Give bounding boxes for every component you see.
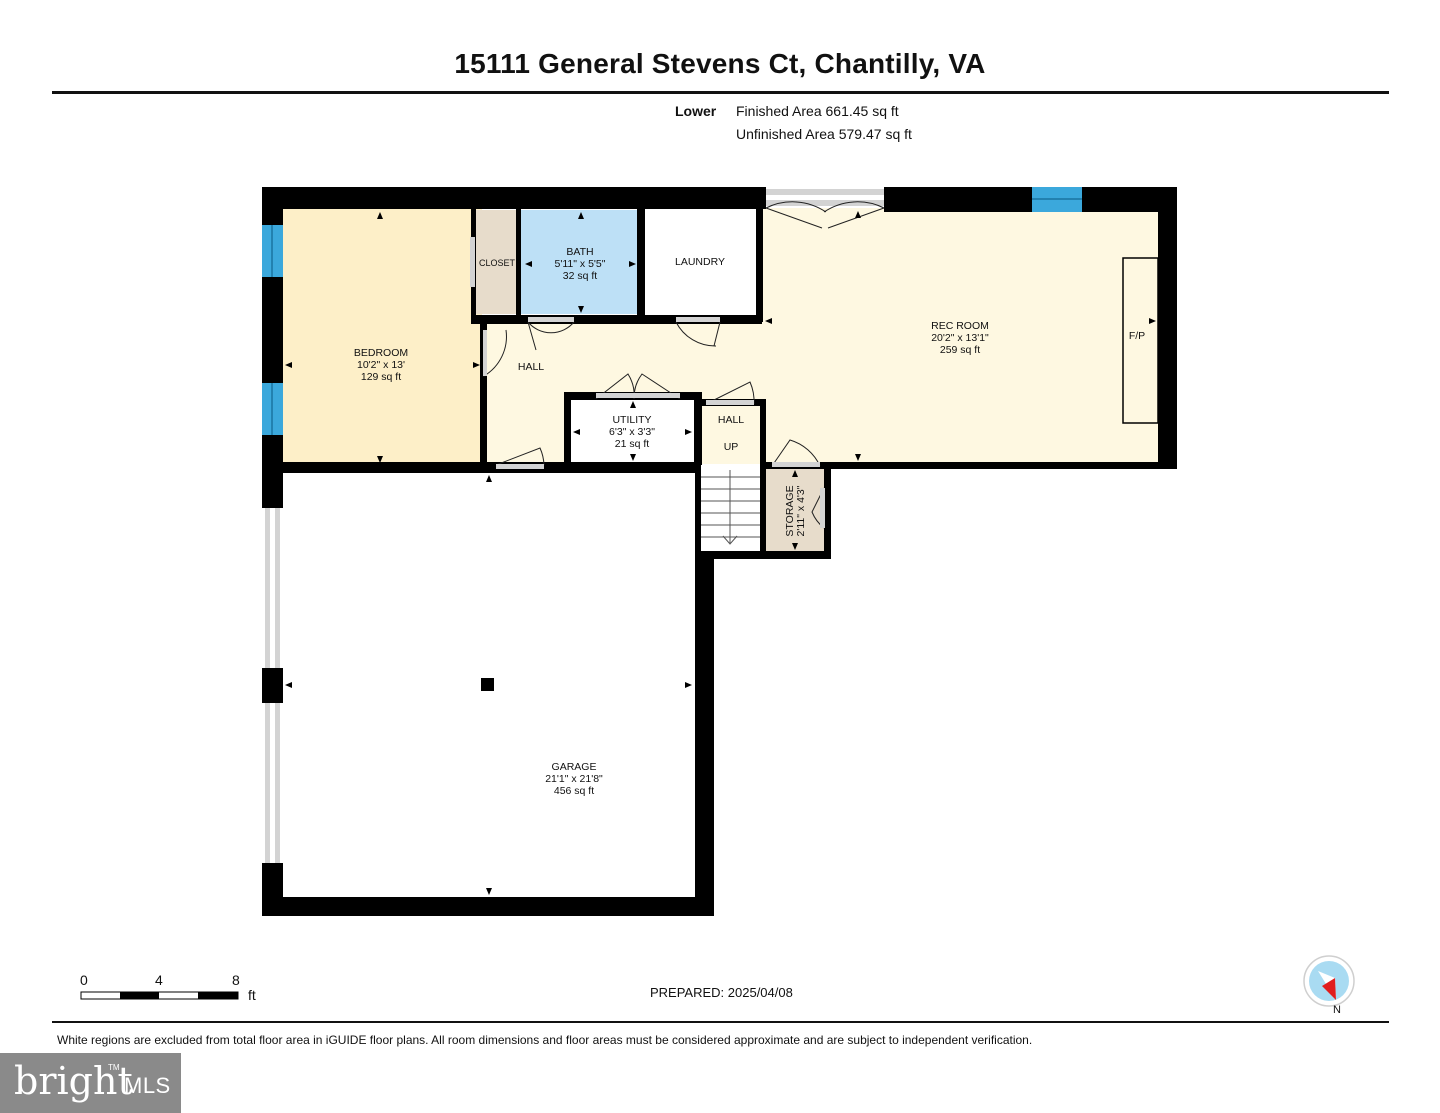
garage-post [481, 678, 494, 691]
wall-bed-garage [282, 462, 695, 473]
prepared-date: PREPARED: 2025/04/08 [650, 985, 793, 1000]
bath-dims: 5'11" x 5'5" [555, 258, 606, 270]
bath-name: BATH [566, 246, 593, 258]
scale-tick-4: 4 [155, 972, 163, 988]
wall-rec-bottom [762, 462, 1177, 469]
brand-main: bright [14, 1059, 133, 1103]
closet-name: CLOSET [479, 258, 516, 268]
brand-mls: MLS [124, 1073, 171, 1098]
rec-room-area: 259 sq ft [940, 344, 980, 356]
utility-dims: 6'3" x 3'3" [609, 426, 655, 438]
disclaimer: White regions are excluded from total fl… [57, 1033, 1033, 1047]
wall-garage-bottom [262, 897, 714, 916]
wall-storage-left [760, 464, 766, 556]
wall-closet-bath [516, 208, 521, 318]
wall-core-bottom [471, 315, 762, 324]
wall-util-right [694, 392, 702, 465]
wall-stair-left [695, 464, 701, 559]
stairs [701, 470, 760, 545]
storage-fill [766, 468, 824, 552]
wall-bed-right [480, 320, 487, 470]
utility-fill [570, 399, 694, 463]
bedroom-name: BEDROOM [354, 347, 408, 359]
wall-garage-right [695, 556, 714, 916]
garage-name: GARAGE [552, 761, 597, 773]
header-rule [52, 91, 1389, 94]
unfinished-area: Unfinished Area 579.47 sq ft [736, 126, 912, 142]
wall-bath-laundry [637, 204, 645, 318]
scale-bar [80, 991, 239, 1000]
fireplace [1122, 257, 1159, 424]
closet-fill [476, 210, 518, 314]
utility-area: 21 sq ft [615, 438, 650, 450]
compass-north-label: N [1333, 1004, 1341, 1016]
finished-area: Finished Area 661.45 sq ft [736, 103, 899, 119]
bath-area: 32 sq ft [563, 270, 598, 282]
garage-dims: 21'1" x 21'8" [545, 773, 603, 785]
storage-name: STORAGE [784, 485, 796, 536]
storage-dims: 2'11" x 4'3" [795, 485, 807, 536]
stairs-up-label: UP [724, 441, 739, 453]
rec-room-dims: 20'2" x 13'1" [931, 332, 989, 344]
wall-laundry-right [756, 204, 763, 322]
footer-rule [52, 1021, 1389, 1023]
level-label: Lower [675, 103, 717, 119]
rec-room-name: REC ROOM [931, 320, 989, 332]
wall-hall2-right [760, 399, 766, 469]
hall2-label: HALL [718, 414, 744, 426]
laundry-name: LAUNDRY [675, 256, 725, 268]
wall-right [1158, 187, 1177, 469]
brand-tm: TM [108, 1063, 120, 1072]
utility-name: UTILITY [612, 414, 651, 426]
laundry-fill [644, 208, 757, 316]
fireplace-label: F/P [1129, 330, 1145, 342]
dimension-arrows [285, 211, 1156, 895]
garage-area: 456 sq ft [554, 785, 594, 797]
bedroom-dims: 10'2" x 13' [357, 359, 405, 371]
scale-tick-0: 0 [80, 972, 88, 988]
plan-title: 15111 General Stevens Ct, Chantilly, VA [454, 48, 986, 79]
compass-icon [1303, 955, 1355, 1007]
hall2-fill [702, 404, 760, 464]
rec-room-fill [762, 208, 1159, 465]
wall-util-left [564, 392, 571, 465]
wall-top-left [262, 187, 766, 209]
hall-label: HALL [518, 361, 544, 373]
bedroom-fill [282, 208, 482, 464]
bedroom-area: 129 sq ft [361, 371, 401, 383]
scale-unit: ft [248, 987, 256, 1003]
bright-mls-logo: bright TM MLS [0, 1053, 181, 1113]
bath-fill [521, 210, 639, 314]
wall-top-right [884, 187, 1177, 212]
wall-storage-right [824, 462, 831, 559]
scale-tick-8: 8 [232, 972, 240, 988]
